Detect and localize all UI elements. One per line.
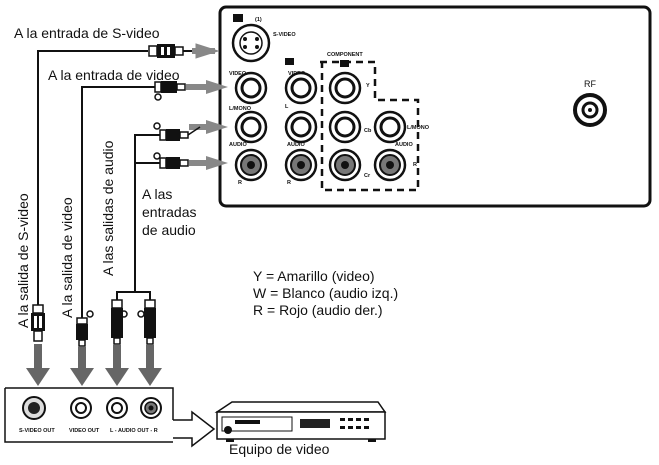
label-audio-outputs: A las salidas de audio [100,140,116,276]
svg-text:Cr: Cr [364,173,371,179]
label-s-video-output: A la salida de S-video [15,193,31,328]
video-equipment-icon [214,401,387,442]
tv-component-y-jack [328,71,362,105]
tv-rf-jack: RF [573,79,607,127]
tv-audio-r-jack-1 [234,148,268,182]
svg-text:Y: Y [366,83,370,89]
arrow-to-video-input [206,80,228,94]
svg-text:L/MONO: L/MONO [407,125,430,131]
svg-text:L/MONO: L/MONO [229,106,252,112]
component-group-outline [320,60,420,192]
audio-l-plug-top [153,122,189,141]
label-video-input: A la entrada de video [48,67,180,83]
svg-text:RF: RF [584,79,596,89]
svg-text:(1): (1) [255,17,262,23]
arrow-to-audio-r-input [206,156,228,170]
tv-audio-r-jack-2 [284,148,318,182]
tv-audio-l-jack-2 [284,110,318,144]
svg-text:Cb: Cb [364,128,372,134]
audio-l-plug-bottom [111,299,128,345]
svg-text:L: L [285,104,289,110]
label-s-video-input: A la entrada de S-video [14,25,160,41]
s-video-plug-top [148,44,200,58]
tv-input-icon [285,58,294,65]
s-video-plug-bottom [31,304,45,342]
svg-text:COMPONENT: COMPONENT [327,52,363,58]
cables [37,50,160,318]
arrow-to-audio-l-input [206,120,228,134]
audio-r-plug-bottom [137,299,156,345]
tv-audio-l-jack-1 [234,110,268,144]
tv-back-panel [218,5,652,208]
svg-text:S-VIDEO: S-VIDEO [273,32,296,38]
svg-text:AUDIO: AUDIO [229,142,247,148]
svg-text:VIDEO: VIDEO [229,71,247,77]
tv-component-cb-jack [328,110,362,144]
legend-yellow: Y = Amarillo (video) [253,268,375,284]
tv-component-audio-l-jack [373,110,407,144]
down-arrows [26,344,162,386]
legend-red: R = Rojo (audio der.) [253,302,383,318]
svg-text:R: R [413,162,417,168]
svg-text:S-VIDEO OUT: S-VIDEO OUT [19,428,55,434]
svg-text:L - AUDIO OUT - R: L - AUDIO OUT - R [110,428,158,434]
video-plug-top [154,81,186,101]
audio-r-plug-top [153,152,189,169]
label-equipment: Equipo de video [229,441,330,457]
tv-component-cr-jack [328,148,362,182]
svg-text:AUDIO: AUDIO [395,142,413,148]
video-plug-bottom [76,310,94,347]
svg-text:VIDEO OUT: VIDEO OUT [69,428,100,434]
legend-white: W = Blanco (audio izq.) [253,285,399,301]
svg-text:R: R [287,180,291,186]
tv-component-audio-r-jack [373,148,407,182]
arrow-to-equipment [173,410,216,448]
vcr-back-panel: S-VIDEO OUT VIDEO OUT L - AUDIO OUT - R [4,387,216,448]
tv-video-jack-2 [284,71,318,105]
tv-s-video-port: (1) S-VIDEO [231,14,296,63]
tv-video-jack-1 [234,71,268,105]
label-audio-inputs-3: de audio [142,222,196,238]
label-video-output: A la salida de video [59,197,75,318]
color-legend: Y = Amarillo (video) W = Blanco (audio i… [253,268,398,319]
svg-text:AUDIO: AUDIO [287,142,305,148]
label-audio-inputs-1: A las [142,186,172,202]
label-audio-inputs-2: entradas [142,204,196,220]
svg-text:R: R [238,180,242,186]
